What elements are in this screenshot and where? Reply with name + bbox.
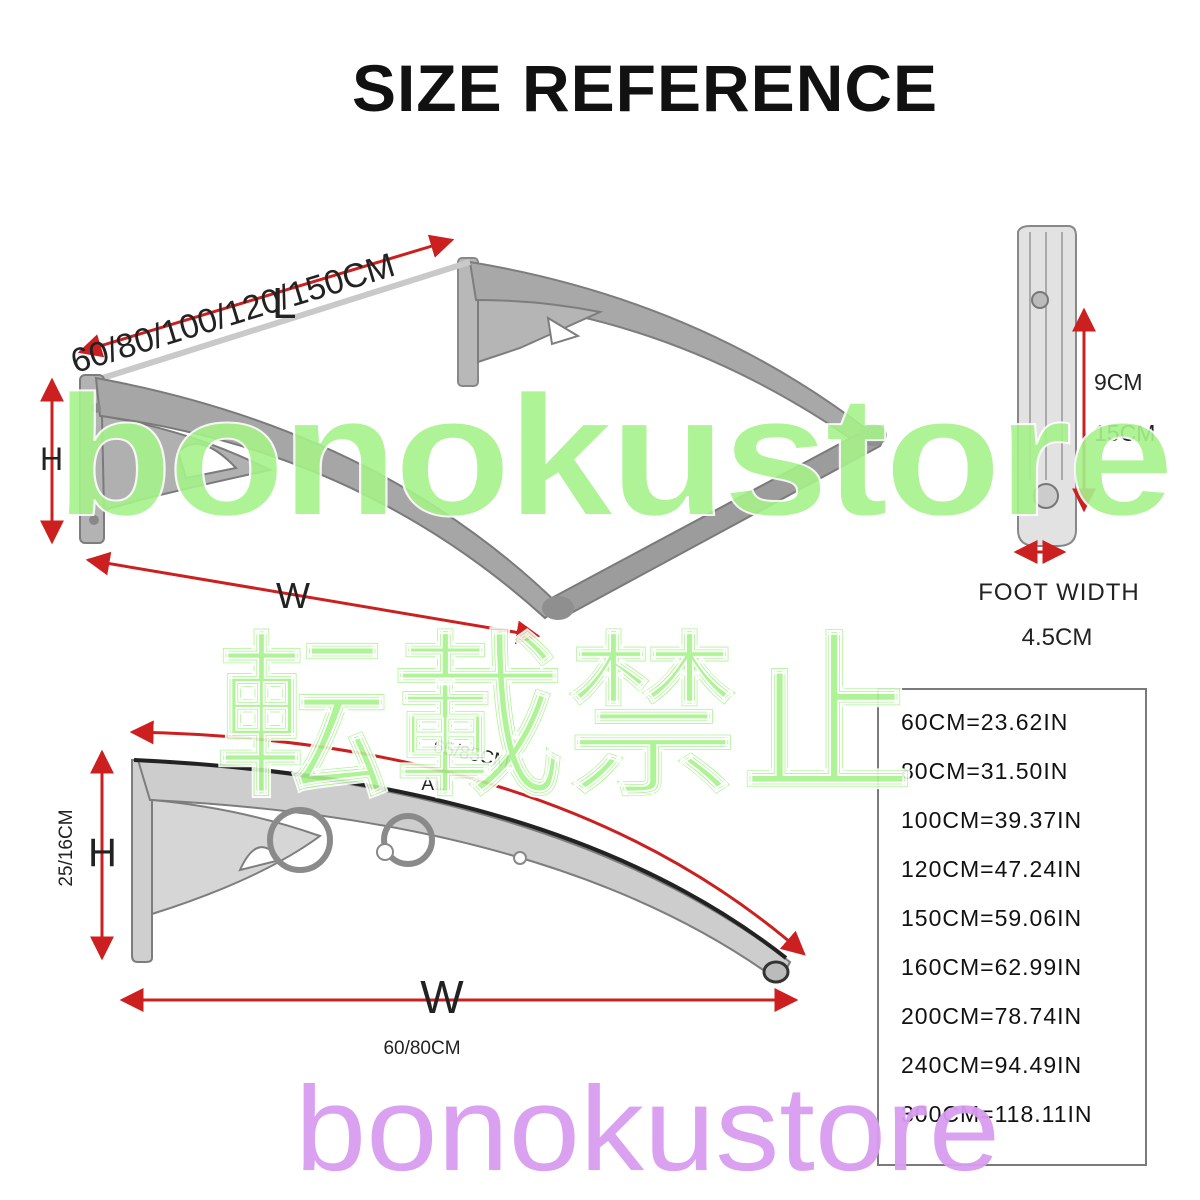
conversion-row: 160CM=62.99IN (901, 954, 1083, 980)
conversion-row: 200CM=78.74IN (901, 1003, 1083, 1029)
length-symbol: L (272, 279, 296, 328)
width-arrow-top (85, 551, 541, 645)
arc-length-arrow (129, 720, 806, 956)
conversion-row: 150CM=59.06IN (901, 905, 1083, 931)
conversion-row: 80CM=31.50IN (901, 758, 1069, 784)
foot-dim-9: 9CM (1094, 369, 1143, 395)
material-label: AL (421, 774, 444, 795)
conversion-row: 240CM=94.49IN (901, 1052, 1083, 1078)
foot-plate (1017, 225, 1077, 547)
height-symbol-bottom: H (88, 831, 117, 875)
conversion-row: 100CM=39.37IN (901, 807, 1083, 833)
conversion-row: 60CM=23.62IN (901, 709, 1069, 735)
conversion-row: 300CM=118.11IN (901, 1101, 1093, 1127)
front-bracket (79, 374, 562, 620)
height-values-label: 25/16CM (56, 809, 77, 886)
height-symbol-top: H (40, 441, 63, 477)
arc-length-label: 65/85CM (431, 736, 511, 773)
conversion-table: 60CM=23.62IN 80CM=31.50IN 100CM=39.37IN 120… (877, 688, 1147, 1166)
conversion-list: 60CM=23.62IN 80CM=31.50IN 100CM=39.37IN 120… (879, 690, 1145, 1139)
length-values-label: 60/80/100/120/150CM (66, 246, 399, 381)
length-arrow (77, 234, 455, 358)
conversion-row: 120CM=47.24IN (901, 856, 1083, 882)
foot-width-value: 4.5CM (1022, 624, 1093, 651)
back-bracket (457, 257, 872, 447)
width-values-label: 60/80CM (383, 1038, 460, 1059)
width-symbol-top: W (276, 575, 310, 616)
front-rod (546, 423, 885, 620)
width-symbol-bottom: W (420, 971, 464, 1023)
foot-dim-15: 15CM (1094, 420, 1155, 446)
foot-width-label: FOOT WIDTH (978, 579, 1140, 606)
page-title: SIZE REFERENCE (351, 51, 939, 125)
